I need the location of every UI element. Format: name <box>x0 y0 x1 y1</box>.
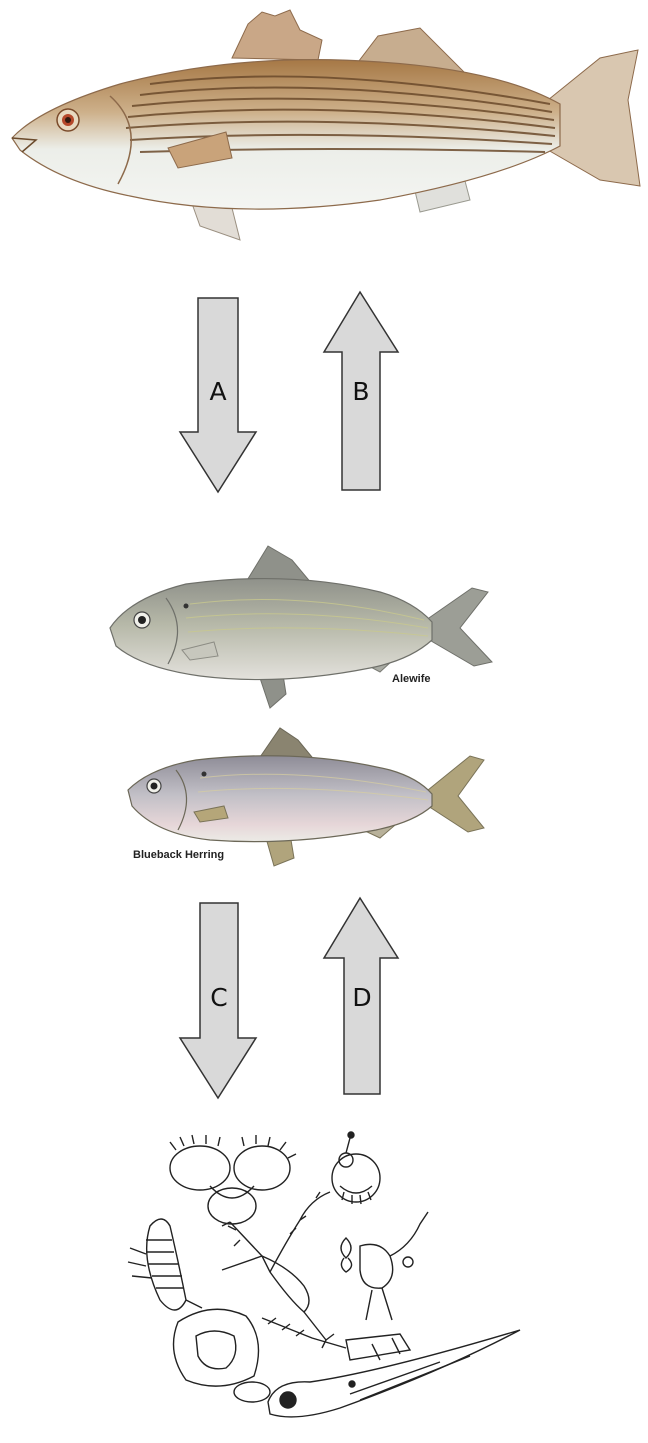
segmented-larva-sketch <box>128 1219 202 1310</box>
zoea-larva-sketch <box>262 1318 410 1360</box>
arrow-b-label: B <box>352 377 369 406</box>
arrow-a-down: A <box>180 298 256 492</box>
alewife-label: Alewife <box>392 673 431 685</box>
arrow-d-up: D <box>324 898 398 1094</box>
arrow-a-label: A <box>209 377 226 406</box>
crustacean-larva-sketch <box>341 1212 428 1320</box>
blueback-herring-label: Blueback Herring <box>133 849 224 861</box>
arrow-c-down: C <box>180 903 256 1098</box>
rotifer-sketch <box>170 1135 296 1224</box>
blueback-herring-illustration: Blueback Herring <box>128 728 484 866</box>
arrow-d-label: D <box>352 983 371 1012</box>
zooplankton-illustration <box>128 1132 520 1417</box>
round-rotifer-sketch <box>332 1132 380 1204</box>
shell-crustacean-sketch <box>174 1309 271 1402</box>
arrow-c-label: C <box>210 983 227 1012</box>
striped-bass-illustration <box>12 10 640 240</box>
alewife-illustration: Alewife <box>110 546 492 708</box>
arrow-b-up: B <box>324 292 398 490</box>
